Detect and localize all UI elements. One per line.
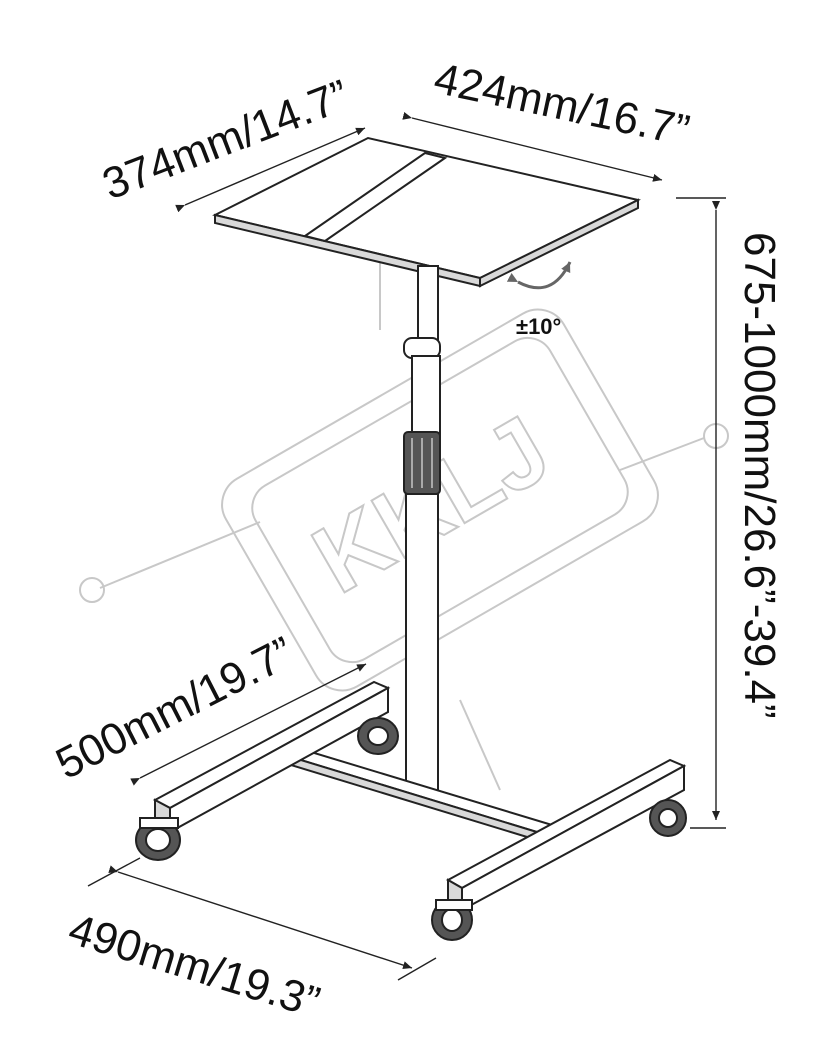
base-width-label: 490mm/19.3” xyxy=(63,905,325,1028)
caster-back-left xyxy=(357,717,399,755)
tilt-indicator: ±10° xyxy=(506,261,572,339)
watermark-line-right xyxy=(619,437,705,471)
tray-width-label: 424mm/16.7” xyxy=(430,54,694,156)
tray-depth-arrow xyxy=(175,127,366,213)
column-lower-tube xyxy=(405,493,439,791)
casters xyxy=(135,717,687,941)
caster-front-right xyxy=(431,899,473,941)
dimension-base-width: 490mm/19.3” xyxy=(63,857,437,1028)
height-label: 675-1000mm/26.6”-39.4” xyxy=(735,232,784,719)
caster-back-right xyxy=(649,799,687,837)
base-width-extension-right xyxy=(397,957,437,981)
base-width-arrow xyxy=(108,865,413,970)
watermark-frame xyxy=(221,308,659,692)
watermark-line-bottom xyxy=(459,699,501,791)
base-width-extension-left xyxy=(87,857,141,887)
watermark-dot-left xyxy=(79,577,105,603)
base-right-leg-side xyxy=(461,764,685,912)
tilt-label: ±10° xyxy=(516,314,561,339)
watermark-inner-frame xyxy=(251,336,629,664)
tilt-arrow xyxy=(506,261,572,290)
column-upper-tube xyxy=(417,265,439,347)
column-middle-tube xyxy=(411,355,441,437)
tray-width-arrow xyxy=(402,111,663,182)
watermark-line-left xyxy=(99,521,261,589)
tray xyxy=(212,136,641,288)
dimension-height: 675-1000mm/26.6”-39.4” xyxy=(676,197,784,829)
base-depth-arrow xyxy=(130,663,367,786)
column xyxy=(403,265,441,791)
caster-front-left xyxy=(135,817,181,861)
